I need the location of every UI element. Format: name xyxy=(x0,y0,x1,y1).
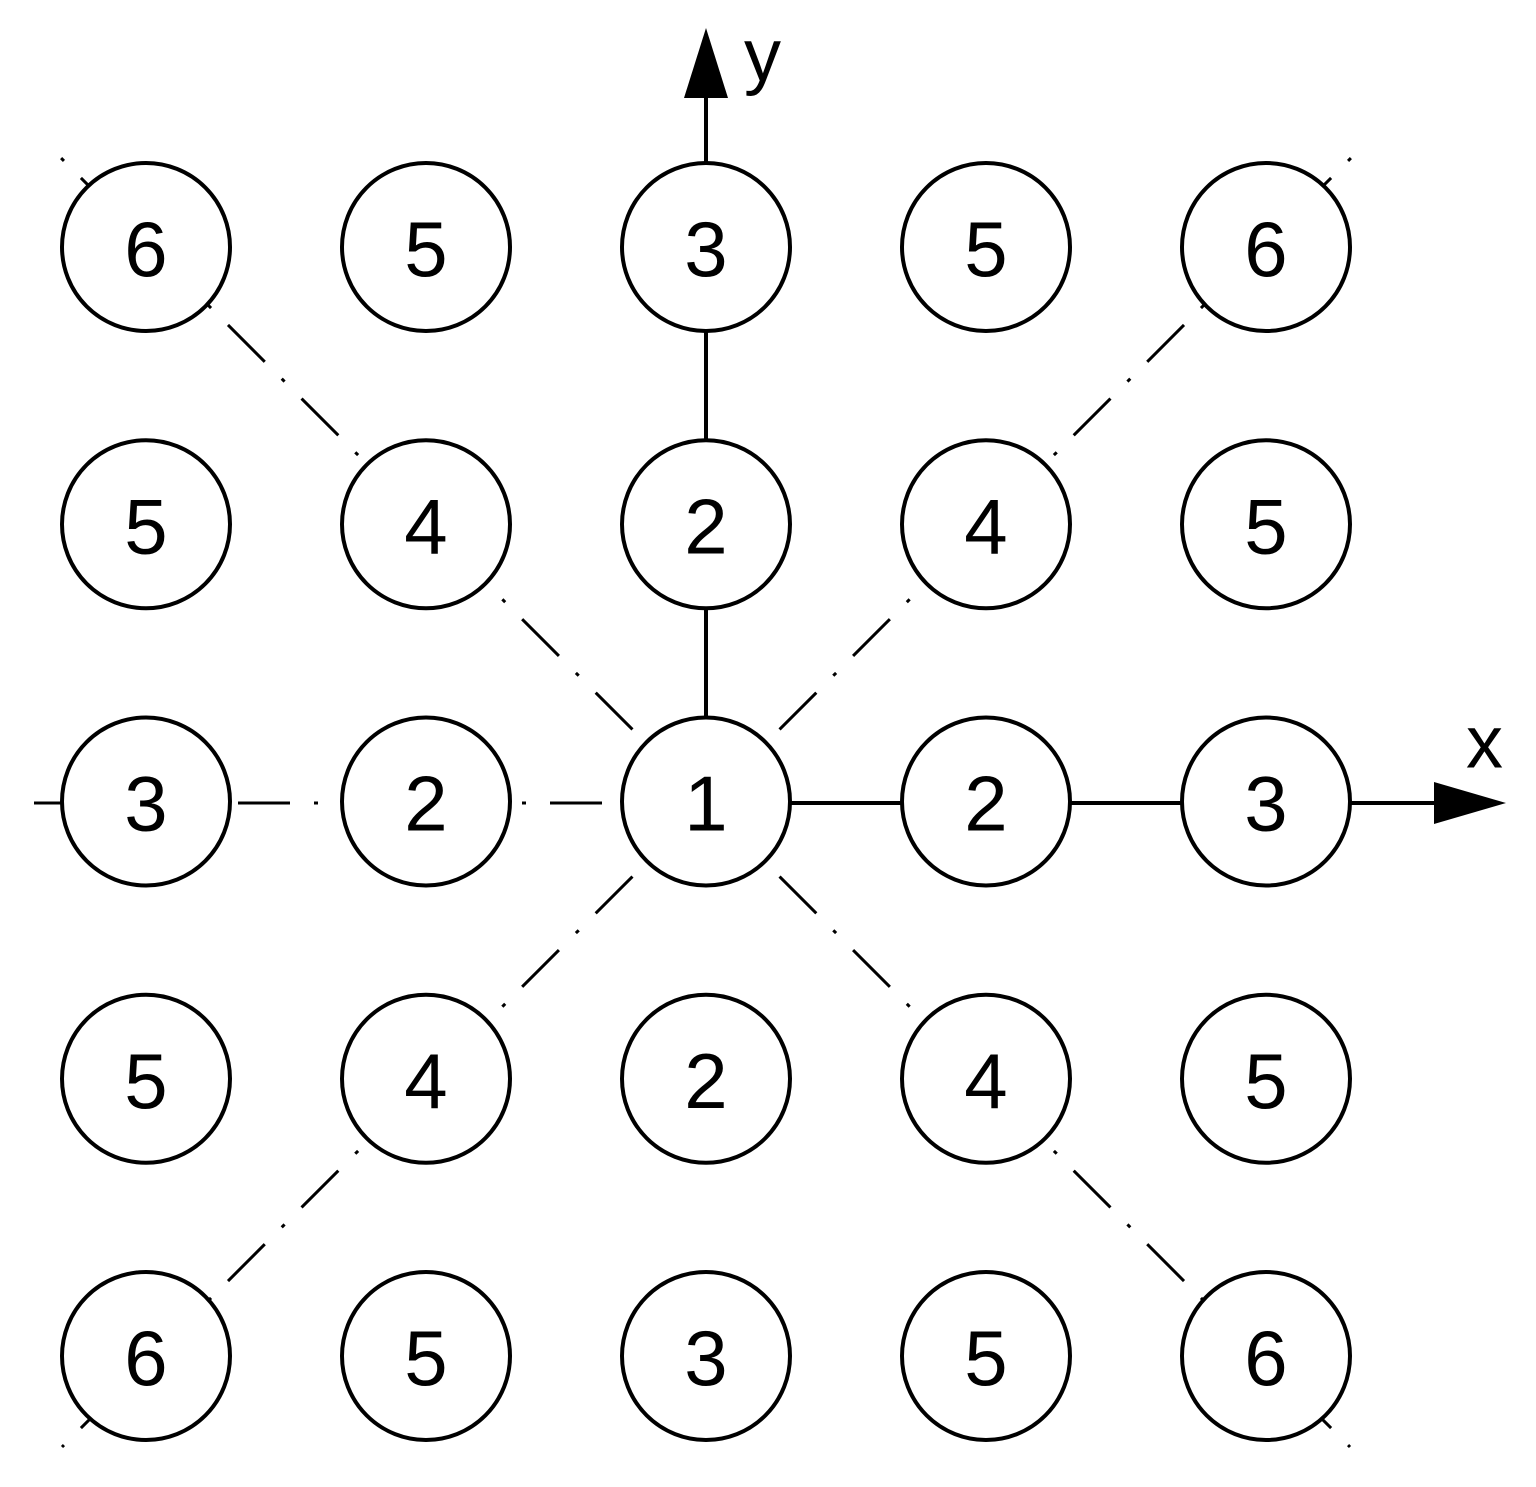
node-label: 6 xyxy=(124,1314,167,1402)
node-circle xyxy=(340,992,512,1165)
node-circle xyxy=(340,438,512,611)
node-label: 5 xyxy=(124,1037,167,1125)
node-label: 4 xyxy=(404,1037,447,1125)
grid-node: 5 xyxy=(900,1270,1072,1442)
node-label: 2 xyxy=(404,760,447,848)
grid-node: 2 xyxy=(620,438,792,611)
grid-node: 3 xyxy=(620,161,792,333)
node-circle xyxy=(620,161,792,333)
node-circle xyxy=(60,715,232,888)
node-label: 6 xyxy=(1244,205,1287,293)
grid-node: 5 xyxy=(900,161,1072,333)
node-circle xyxy=(620,715,792,888)
node-circle xyxy=(900,1270,1072,1442)
grid-node: 5 xyxy=(1180,438,1352,611)
node-circle xyxy=(620,992,792,1165)
y-axis-label: y xyxy=(744,14,781,97)
node-label: 5 xyxy=(964,205,1007,293)
node-circle xyxy=(340,715,512,888)
node-circle xyxy=(900,161,1072,333)
grid-node: 6 xyxy=(60,1270,232,1442)
node-circle xyxy=(1180,1270,1352,1442)
node-circle xyxy=(340,161,512,333)
grid-node: 5 xyxy=(60,992,232,1165)
node-label: 6 xyxy=(1244,1314,1287,1402)
node-circle xyxy=(60,161,232,333)
node-label: 5 xyxy=(404,1314,447,1402)
grid-node: 6 xyxy=(1180,1270,1352,1442)
x-axis-label: x xyxy=(1466,701,1503,784)
node-grid: 6 5 3 5 6 5 4 2 4 5 3 2 1 2 3 5 4 2 4 5 6 5 3 5 6 xyxy=(60,161,1352,1442)
node-label: 1 xyxy=(684,760,727,848)
grid-node: 5 xyxy=(340,1270,512,1442)
node-circle xyxy=(340,1270,512,1442)
grid-node: 2 xyxy=(900,715,1072,888)
grid-node: 1 xyxy=(620,715,792,888)
y-axis-arrowhead xyxy=(684,28,728,98)
node-circle xyxy=(1180,161,1352,333)
grid-node: 3 xyxy=(620,1270,792,1442)
node-label: 4 xyxy=(964,1037,1007,1125)
node-circle xyxy=(620,1270,792,1442)
node-label: 3 xyxy=(124,760,167,848)
node-circle xyxy=(60,438,232,611)
grid-node: 3 xyxy=(1180,715,1352,888)
grid-node: 4 xyxy=(340,992,512,1165)
grid-node: 3 xyxy=(60,715,232,888)
node-label: 6 xyxy=(124,205,167,293)
node-label: 5 xyxy=(964,1314,1007,1402)
node-circle xyxy=(1180,992,1352,1165)
node-label: 2 xyxy=(684,482,727,570)
node-label: 5 xyxy=(404,205,447,293)
node-circle xyxy=(900,715,1072,888)
node-label: 3 xyxy=(684,205,727,293)
node-circle xyxy=(900,438,1072,611)
node-label: 2 xyxy=(964,760,1007,848)
node-circle xyxy=(1180,715,1352,888)
node-label: 3 xyxy=(684,1314,727,1402)
node-label: 4 xyxy=(964,482,1007,570)
grid-node: 4 xyxy=(900,438,1072,611)
x-axis-arrowhead xyxy=(1434,782,1506,824)
grid-node: 5 xyxy=(1180,992,1352,1165)
node-label: 5 xyxy=(1244,482,1287,570)
grid-node: 4 xyxy=(900,992,1072,1165)
node-circle xyxy=(620,438,792,611)
grid-node: 5 xyxy=(340,161,512,333)
node-label: 5 xyxy=(124,482,167,570)
node-circle xyxy=(1180,438,1352,611)
node-circle xyxy=(60,992,232,1165)
node-label: 4 xyxy=(404,482,447,570)
grid-node: 2 xyxy=(340,715,512,888)
grid-node: 5 xyxy=(60,438,232,611)
node-label: 5 xyxy=(1244,1037,1287,1125)
node-label: 2 xyxy=(684,1037,727,1125)
node-circle xyxy=(60,1270,232,1442)
node-label: 3 xyxy=(1244,760,1287,848)
grid-node: 4 xyxy=(340,438,512,611)
grid-node: 6 xyxy=(60,161,232,333)
grid-node: 6 xyxy=(1180,161,1352,333)
node-circle xyxy=(900,992,1072,1165)
grid-node: 2 xyxy=(620,992,792,1165)
